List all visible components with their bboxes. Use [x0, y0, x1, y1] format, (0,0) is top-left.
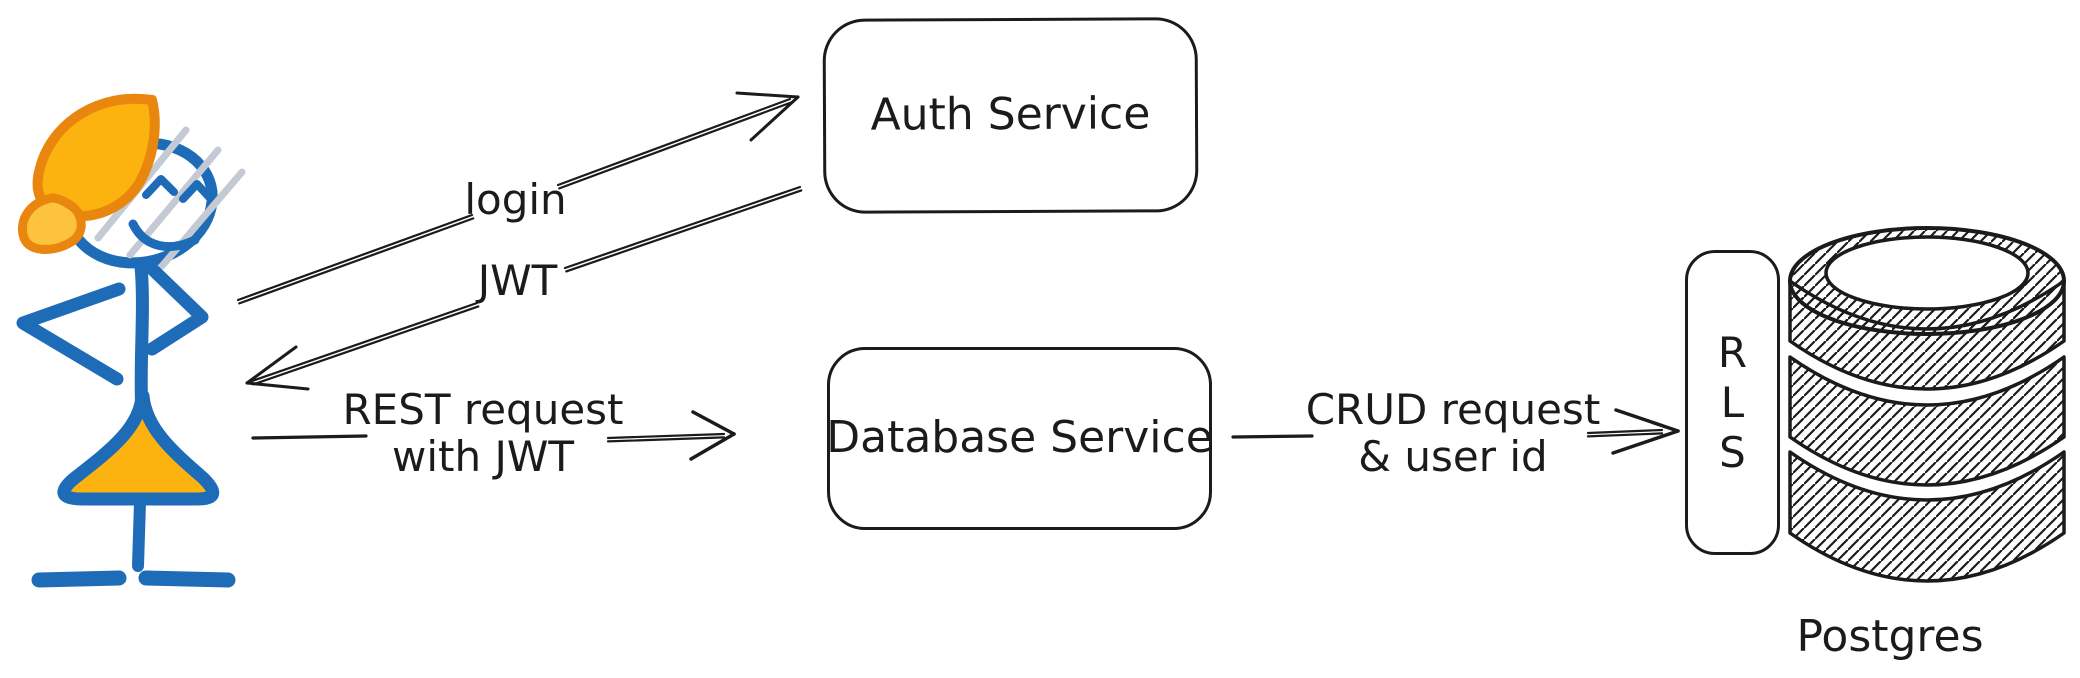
arrowhead: [735, 91, 800, 142]
database-service-node: Database Service: [826, 347, 1213, 530]
auth-service-label: Auth Service: [870, 88, 1151, 141]
cylinder-top-face: [1824, 235, 2030, 311]
rest-arrow: [251, 410, 736, 461]
rest-request-arrow-label: REST request with JWT: [342, 385, 624, 482]
crud-request-arrow-label: CRUD request & user id: [1305, 385, 1601, 482]
hair-ponytail: [18, 193, 86, 254]
auth-service-node: Auth Service: [822, 17, 1199, 214]
user-figure-icon: [16, 93, 246, 588]
arm-right-on-chin: [140, 257, 209, 356]
arrowhead: [245, 345, 310, 391]
database-cylinder-icon: [1788, 226, 2066, 583]
smile: [128, 219, 200, 252]
arrowhead: [689, 410, 736, 461]
postgres-caption: Postgres: [1796, 611, 1984, 662]
arm-left-akimbo: [16, 282, 126, 386]
jwt-arrow-label: JWT: [477, 256, 558, 305]
arrowhead: [1611, 408, 1680, 455]
leg: [132, 496, 146, 572]
login-arrow-label: login: [464, 175, 567, 224]
crud-arrow: [1231, 408, 1680, 455]
cylinder-band-bottom: [1788, 450, 2066, 583]
rls-label: R L S: [1717, 327, 1748, 477]
cylinder-band-middle: [1788, 355, 2066, 487]
login-arrow: [236, 91, 800, 305]
body: [16, 257, 209, 572]
database-service-label: Database Service: [826, 412, 1213, 464]
rls-node: R L S: [1685, 250, 1780, 555]
jwt-arrow: [245, 185, 803, 391]
skirt: [57, 389, 220, 506]
feet: [31, 570, 236, 588]
eyes: [142, 175, 213, 203]
